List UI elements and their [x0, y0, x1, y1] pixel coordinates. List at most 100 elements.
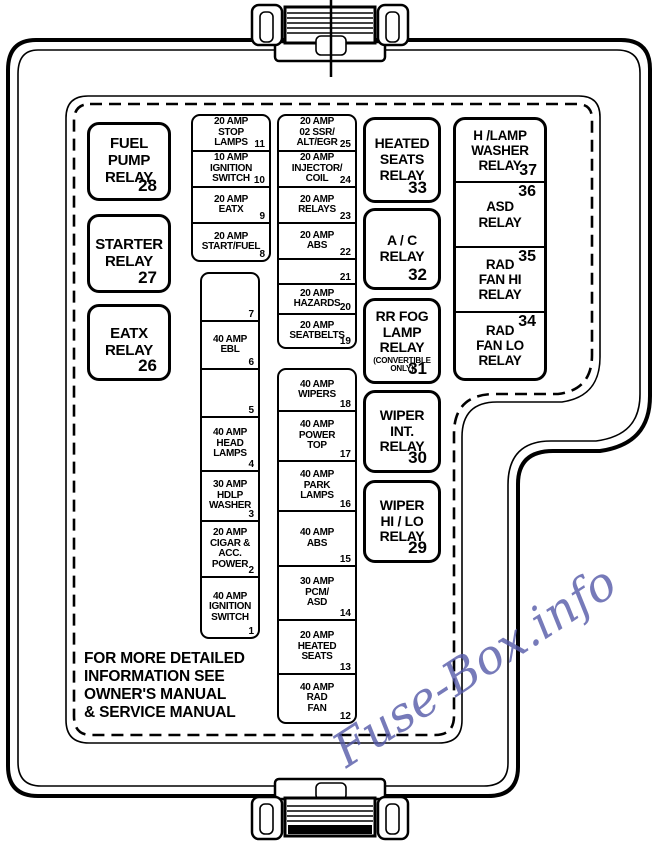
relay-number: 33: [408, 178, 427, 197]
panel-dashed-line: [72, 102, 594, 737]
fuse-number: 25: [339, 139, 351, 150]
relay-label: WIPER INT. RELAY: [379, 406, 425, 455]
fuse-label: 20 AMP STOP LAMPS: [214, 116, 248, 149]
relay-number: 30: [408, 448, 427, 467]
fuse-cell-5: 5: [202, 370, 258, 418]
fuse-number: 4: [248, 459, 254, 470]
fuse-cell-9: 20 AMP EATX 9: [193, 188, 269, 224]
fuse-number: 20: [339, 302, 351, 313]
fuse-cell-23: 20 AMP RELAYS 23: [279, 188, 355, 224]
fuse-cell-1: 40 AMP IGNITION SWITCH 1: [202, 578, 258, 637]
relay-starter: STARTER RELAY 27: [87, 214, 171, 293]
relay-label: STARTER RELAY: [95, 235, 163, 270]
fuse-number: 19: [339, 336, 351, 347]
relay-number: 26: [138, 356, 157, 375]
relay-number: 32: [408, 265, 427, 284]
bottom-latch: [250, 777, 410, 841]
relay-heated-seats: HEATED SEATS RELAY 33: [363, 117, 441, 203]
fuse-cell-7: 7: [202, 274, 258, 322]
relay-hlamp-washer: H /LAMP WASHER RELAY 37: [456, 120, 544, 183]
fuse-number: 13: [339, 662, 351, 673]
fuse-cell-2: 20 AMP CIGAR & ACC. POWER 2: [202, 522, 258, 578]
fuse-cell-14: 30 AMP PCM/ ASD 14: [279, 567, 355, 621]
fuse-label: 40 AMP POWER TOP: [298, 419, 336, 452]
fuse-label: 20 AMP INJECTOR/ COIL: [291, 152, 343, 185]
fuse-number: 8: [259, 249, 265, 260]
fuse-cell-17: 40 AMP POWER TOP 17: [279, 412, 355, 462]
fuse-cell-21: 21: [279, 260, 355, 285]
relay-wiper-hi-lo: WIPER HI / LO RELAY 29: [363, 480, 441, 563]
relay-number: 27: [138, 268, 157, 287]
inner-rim-line: [17, 49, 641, 787]
fuse-cell-24: 20 AMP INJECTOR/ COIL 24: [279, 152, 355, 188]
fuse-cell-18: 40 AMP WIPERS 18: [279, 370, 355, 412]
fuse-group-top-right: 20 AMP 02 SSR/ ALT/EGR 25 20 AMP INJECTO…: [277, 114, 357, 349]
fuse-group-top-left: 20 AMP STOP LAMPS 11 10 AMP IGNITION SWI…: [191, 114, 271, 262]
relay-number: 36: [518, 183, 536, 200]
relay-label: WIPER HI / LO RELAY: [379, 496, 425, 545]
relay-number: 34: [518, 313, 536, 330]
fuse-cell-22: 20 AMP ABS 22: [279, 224, 355, 260]
relay-number: 37: [519, 162, 537, 179]
fuse-cell-25: 20 AMP 02 SSR/ ALT/EGR 25: [279, 116, 355, 152]
top-latch: [250, 0, 410, 77]
relay-number: 35: [518, 248, 536, 265]
fuse-label: 20 AMP CIGAR & ACC. POWER: [209, 527, 251, 570]
fuse-label: 40 AMP EBL: [213, 333, 247, 355]
fuse-number: 22: [339, 247, 351, 258]
fuse-number: 6: [248, 357, 254, 368]
fuse-number: 21: [339, 272, 351, 283]
fuse-label: 20 AMP ABS: [300, 229, 334, 251]
fuse-number: 1: [248, 626, 254, 637]
fuse-cell-19: 20 AMP SEATBELTS 19: [279, 315, 355, 347]
fuse-label: 40 AMP ABS: [300, 527, 334, 549]
fuse-number: 24: [339, 175, 351, 186]
relay-fuel-pump: FUEL PUMP RELAY 28: [87, 122, 171, 201]
fuse-number: 23: [339, 211, 351, 222]
fuse-number: 11: [254, 139, 265, 150]
relay-label: HEATED SEATS RELAY: [374, 135, 430, 183]
fuse-label: 10 AMP IGNITION SWITCH: [209, 152, 253, 185]
outer-shell-line: [6, 38, 652, 798]
fuse-cell-11: 20 AMP STOP LAMPS 11: [193, 116, 269, 152]
relay-label: RAD FAN HI RELAY: [478, 256, 522, 303]
fuse-label: 20 AMP START/FUEL: [201, 230, 261, 252]
relay-number: 29: [408, 538, 427, 557]
relay-asd: ASD RELAY 36: [456, 183, 544, 248]
relay-eatx: EATX RELAY 26: [87, 304, 171, 381]
fuse-label: 20 AMP HEATED SEATS: [297, 630, 337, 663]
relay-ac: A / C RELAY 32: [363, 208, 441, 290]
fuse-number: 17: [339, 449, 351, 460]
relay-sublabel: (CONVERTIBLE ONLY): [373, 356, 431, 373]
fuse-number: 18: [339, 399, 351, 410]
fuse-label: 20 AMP EATX: [214, 193, 248, 215]
fuse-number: 5: [248, 405, 254, 416]
relay-rr-fog-lamp: RR FOG LAMP RELAY (CONVERTIBLE ONLY) 31: [363, 298, 441, 384]
fuse-label: 40 AMP HEAD LAMPS: [213, 427, 247, 460]
relay-label: RAD FAN LO RELAY: [476, 322, 524, 369]
footer-note: FOR MORE DETAILED INFORMATION SEE OWNER'…: [84, 650, 245, 721]
fuse-label: 30 AMP HDLP WASHER: [208, 479, 252, 512]
fuse-number: 3: [248, 509, 254, 520]
fuse-label: 40 AMP IGNITION SWITCH: [208, 590, 252, 623]
relay-label: EATX RELAY: [105, 324, 153, 359]
relay-label: RR FOG LAMP RELAY: [375, 307, 429, 356]
relay-rad-fan-lo: RAD FAN LO RELAY 34: [456, 313, 544, 378]
fuse-number: 14: [339, 608, 351, 619]
relay-group-right: H /LAMP WASHER RELAY 37 ASD RELAY 36 RAD…: [453, 117, 547, 381]
fuse-cell-13: 20 AMP HEATED SEATS 13: [279, 621, 355, 675]
fuse-label: 40 AMP RAD FAN: [300, 681, 334, 714]
fuse-number: 15: [339, 554, 351, 565]
panel-solid-line: [65, 95, 601, 744]
fuse-label: 20 AMP RELAYS: [298, 193, 336, 215]
fuse-label: 20 AMP HAZARDS: [293, 287, 341, 309]
fuse-number: 9: [259, 211, 265, 222]
fuse-cell-4: 40 AMP HEAD LAMPS 4: [202, 418, 258, 472]
fuse-cell-8: 20 AMP START/FUEL 8: [193, 224, 269, 260]
fuse-cell-16: 40 AMP PARK LAMPS 16: [279, 462, 355, 512]
relay-number: 31: [408, 359, 427, 378]
relay-label: H /LAMP WASHER RELAY: [471, 127, 529, 174]
fuse-cell-12: 40 AMP RAD FAN 12: [279, 675, 355, 722]
